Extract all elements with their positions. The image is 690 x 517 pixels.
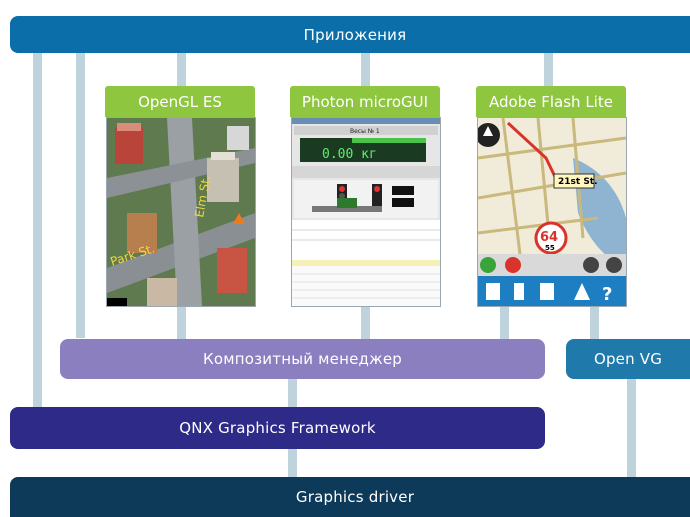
minimize-icon[interactable]	[606, 257, 622, 273]
connector	[76, 52, 85, 338]
flash-lite-label: Adobe Flash Lite	[489, 92, 613, 111]
navigation-map-image: 21st St. 64 55 ?	[478, 118, 626, 306]
openvg-layer: Open VG	[566, 339, 690, 379]
speed-limit-value: 55	[545, 244, 555, 252]
connector	[177, 306, 186, 340]
photon-tab: Photon microGUI	[290, 86, 440, 117]
driver-layer: Graphics driver	[10, 477, 690, 517]
photon-gui-image: Весы № 1 0.00 кг	[292, 118, 440, 306]
zoom-in-icon[interactable]	[480, 257, 496, 273]
compositor-layer-label: Композитный менеджер	[203, 350, 402, 368]
photon-window-title: Весы № 1	[350, 128, 380, 135]
openvg-layer-label: Open VG	[593, 350, 663, 368]
warning-icon[interactable]	[574, 283, 590, 300]
speed-limit-sign	[534, 221, 568, 255]
photon-label: Photon microGUI	[301, 92, 429, 111]
photon-screenshot: Весы № 1 0.00 кг	[291, 117, 441, 307]
street-callout: 21st St.	[558, 177, 598, 187]
connector	[288, 378, 297, 408]
help-icon[interactable]: ?	[602, 284, 612, 305]
connector	[500, 306, 509, 340]
list-icon[interactable]	[540, 283, 554, 300]
connector	[590, 306, 599, 340]
opengl-es-tab: OpenGL ES	[105, 86, 255, 117]
vehicle-icon[interactable]	[486, 283, 500, 300]
weight-display: 0.00 кг	[322, 147, 377, 162]
framework-layer: QNX Graphics Framework	[10, 407, 545, 449]
3d-map-image: Elm St. Park St.	[107, 118, 255, 306]
flash-lite-screenshot: 21st St. 64 55 ?	[477, 117, 627, 307]
driver-layer-label: Graphics driver	[295, 488, 415, 506]
speed-value: 64	[540, 230, 558, 245]
connector	[544, 52, 553, 86]
connector	[177, 52, 186, 86]
applications-layer-label: Приложения	[303, 25, 407, 44]
compositor-layer: Композитный менеджер	[60, 339, 545, 379]
poi-icon[interactable]	[514, 283, 524, 300]
record-icon[interactable]	[583, 257, 599, 273]
connector	[627, 378, 636, 478]
framework-layer-label: QNX Graphics Framework	[179, 419, 376, 437]
zoom-out-icon[interactable]	[505, 257, 521, 273]
flash-lite-tab: Adobe Flash Lite	[476, 86, 626, 117]
position-marker-icon	[233, 213, 245, 224]
connector	[361, 52, 370, 86]
applications-layer: Приложения	[10, 16, 690, 53]
opengl-es-screenshot: Elm St. Park St.	[106, 117, 256, 307]
connector	[361, 306, 370, 340]
connector	[288, 449, 297, 479]
opengl-es-label: OpenGL ES	[138, 92, 222, 111]
connector	[33, 52, 42, 407]
